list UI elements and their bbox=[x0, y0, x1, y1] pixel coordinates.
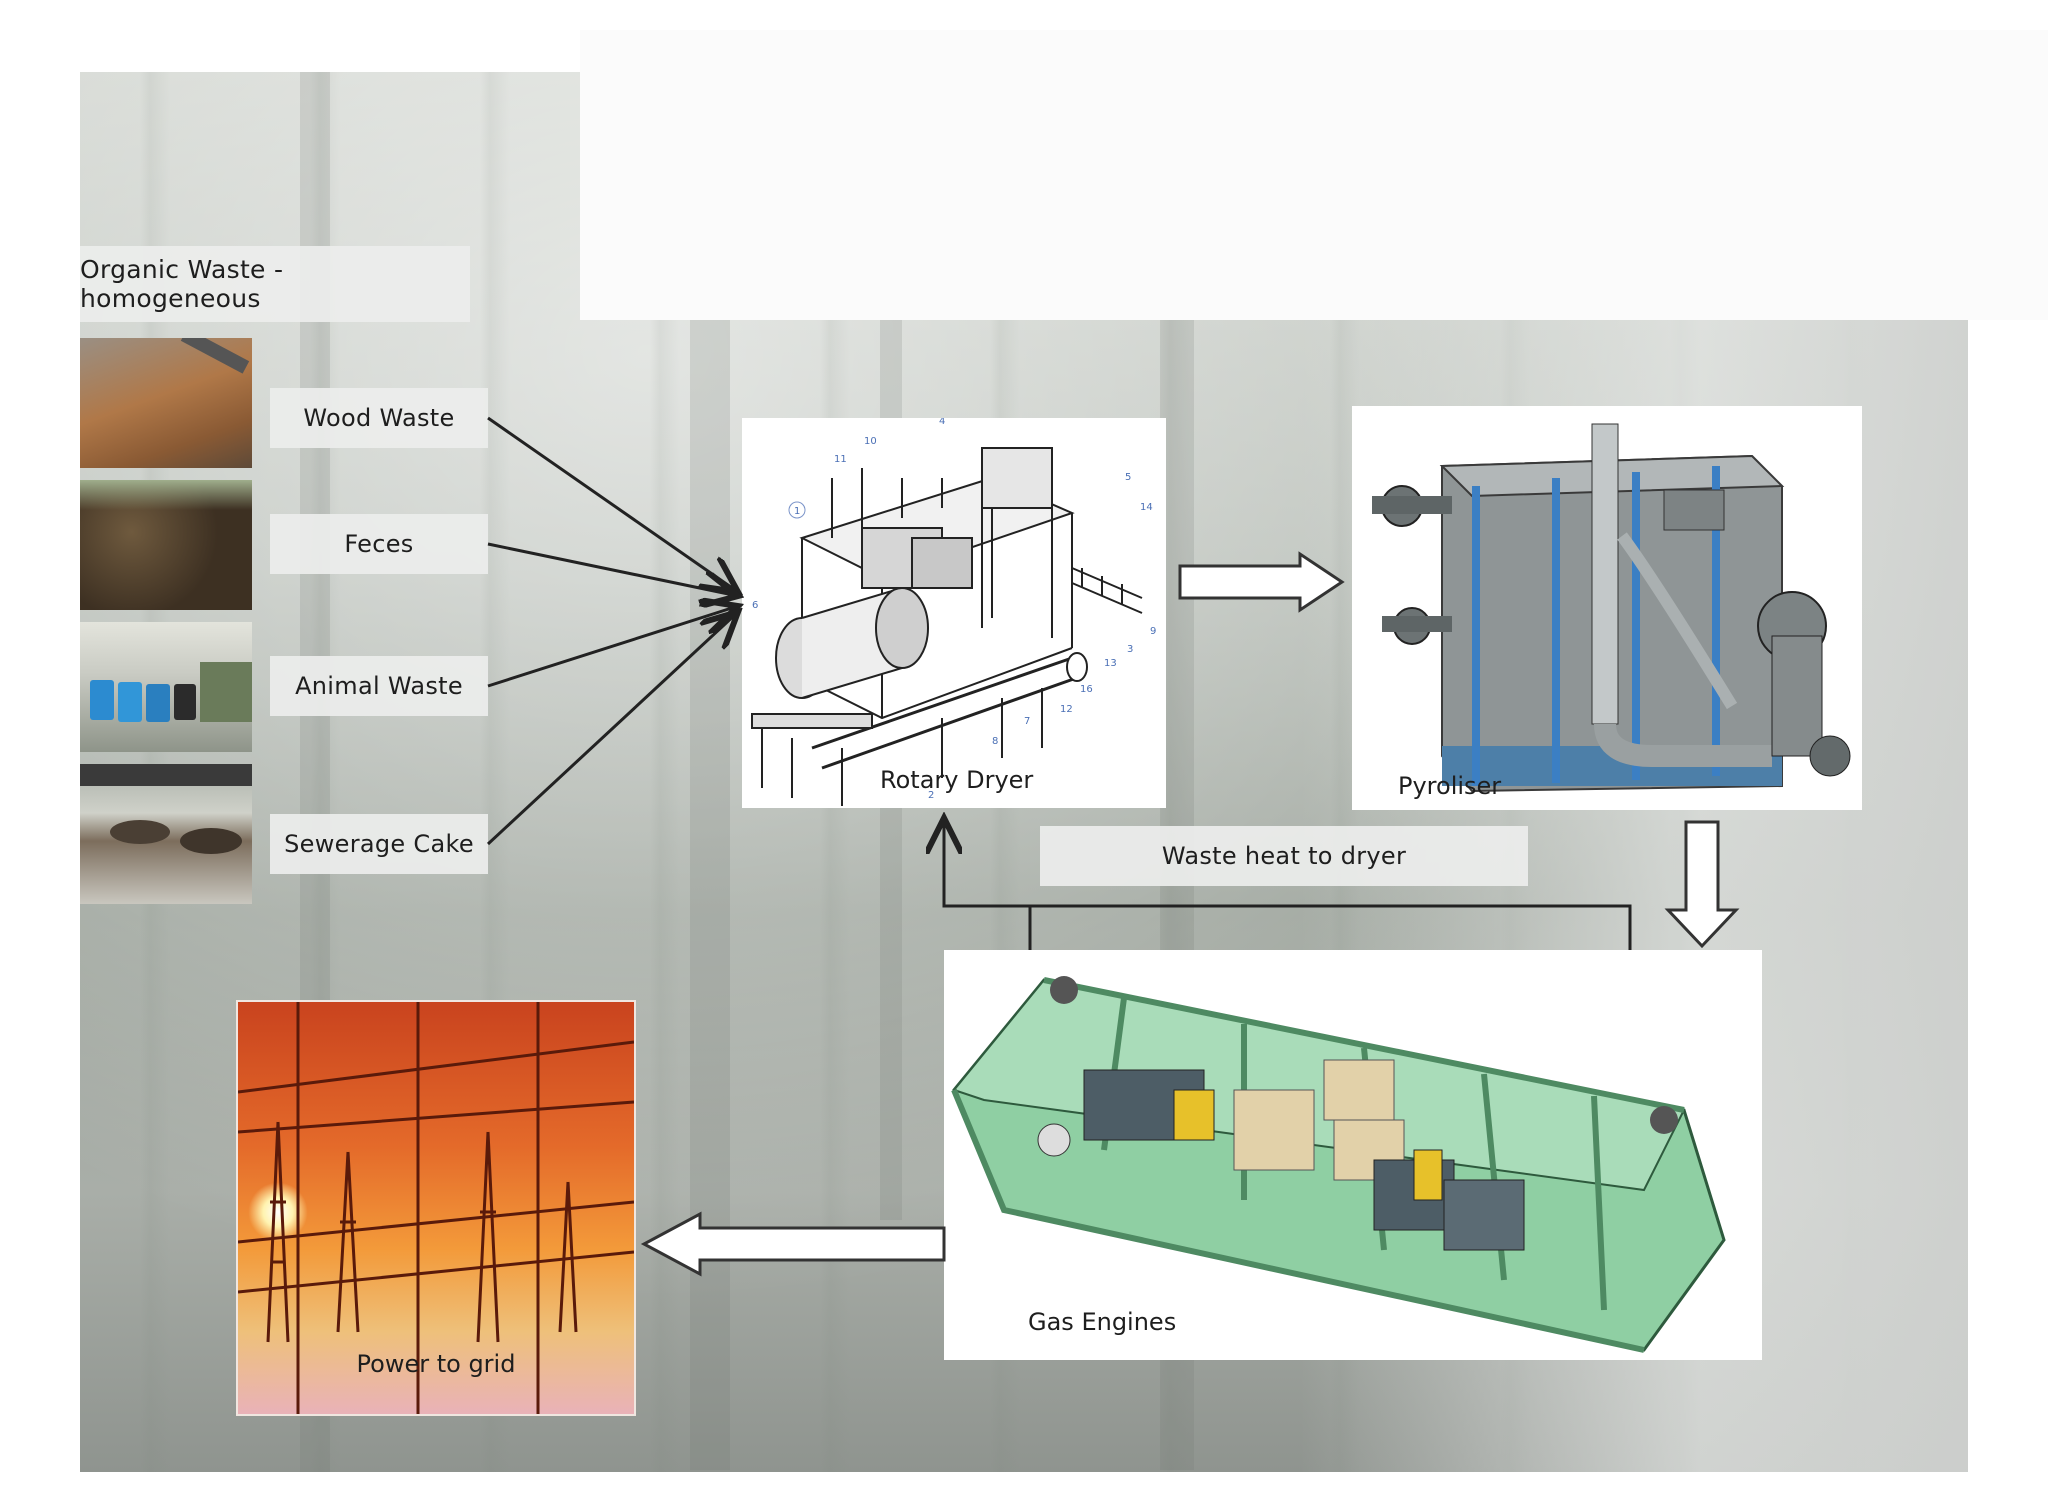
animal-waste-photo bbox=[80, 622, 252, 752]
dryer-to-pyroliser-arrow bbox=[1178, 551, 1345, 613]
callout-8: 8 bbox=[992, 736, 998, 747]
waste-heat-label: Waste heat to dryer bbox=[1040, 826, 1528, 886]
waste-heat-loop bbox=[944, 818, 1632, 950]
callout-1: 1 bbox=[794, 506, 800, 517]
callout-9: 9 bbox=[1150, 626, 1156, 637]
feces-photo bbox=[80, 480, 252, 610]
callout-7: 7 bbox=[1024, 716, 1030, 727]
callout-14: 14 bbox=[1140, 502, 1153, 513]
sewerage-cake-photo bbox=[80, 764, 252, 904]
callout-11: 11 bbox=[834, 454, 847, 465]
callout-10: 10 bbox=[864, 436, 877, 447]
rotary-dryer-panel: 1 4 10 11 5 14 6 3 13 16 12 7 8 2 9 Rota… bbox=[742, 418, 1166, 808]
pyroliser-label: Pyroliser bbox=[1398, 772, 1502, 800]
callout-3: 3 bbox=[1127, 644, 1133, 655]
wood-waste-label: Wood Waste bbox=[270, 388, 488, 448]
sewerage-cake-label: Sewerage Cake bbox=[270, 814, 488, 874]
callout-16: 16 bbox=[1080, 684, 1093, 695]
wood-waste-photo bbox=[80, 338, 252, 468]
callout-5: 5 bbox=[1125, 472, 1131, 483]
callout-4: 4 bbox=[939, 418, 945, 427]
callout-6: 6 bbox=[752, 600, 758, 611]
callout-13: 13 bbox=[1104, 658, 1117, 669]
transmission-towers bbox=[238, 1002, 634, 1414]
power-to-grid-label: Power to grid bbox=[356, 1350, 516, 1378]
diagram-title: Organic Waste - homogeneous bbox=[80, 246, 470, 322]
feces-label: Feces bbox=[270, 514, 488, 574]
callout-numbers: 1 4 10 11 5 14 6 3 13 16 12 7 8 2 9 bbox=[752, 418, 1156, 801]
rotary-dryer-label: Rotary Dryer bbox=[880, 766, 1034, 794]
tree-trunk bbox=[690, 320, 730, 1470]
power-to-grid-photo: Power to grid bbox=[236, 1000, 636, 1416]
gas-engines-panel: Gas Engines bbox=[944, 950, 1762, 1360]
callout-2: 2 bbox=[928, 790, 934, 801]
pyroliser-drawing bbox=[1372, 423, 1851, 793]
pyroliser-to-engines-arrow bbox=[1664, 820, 1740, 949]
blank-header-area bbox=[580, 30, 2048, 320]
gas-engines-label: Gas Engines bbox=[1028, 1308, 1177, 1336]
animal-waste-label: Animal Waste bbox=[270, 656, 488, 716]
engines-to-grid-arrow bbox=[640, 1211, 946, 1277]
input-arrows bbox=[486, 416, 738, 846]
pyroliser-panel: Pyroliser bbox=[1352, 406, 1862, 810]
gas-engines-drawing bbox=[951, 976, 1726, 1353]
callout-12: 12 bbox=[1060, 704, 1073, 715]
rotary-dryer-drawing: 1 4 10 11 5 14 6 3 13 16 12 7 8 2 9 bbox=[751, 418, 1156, 806]
